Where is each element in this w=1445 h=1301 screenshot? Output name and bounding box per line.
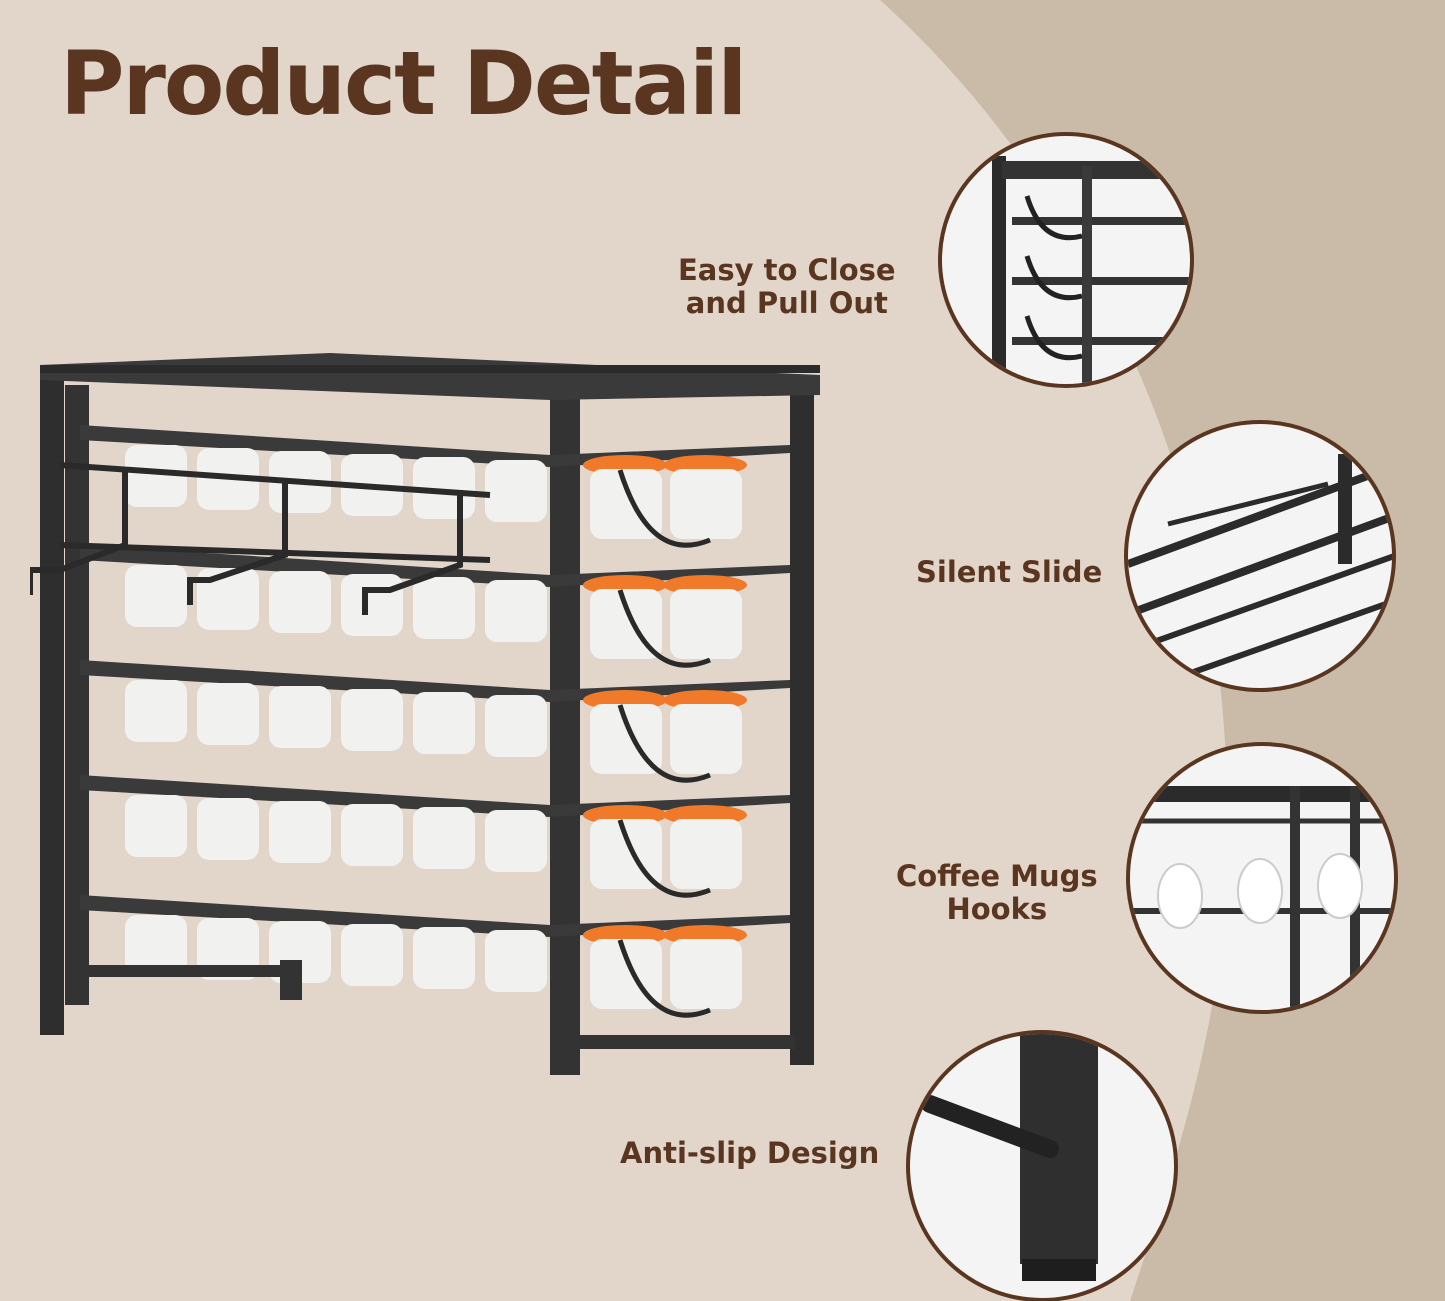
- pod-cup: [269, 801, 331, 863]
- feature-line: Anti-slip Design: [620, 1136, 880, 1170]
- drawer-handle: [617, 469, 711, 548]
- pod-cup: [125, 445, 187, 507]
- feature-label-mug-hooks: Coffee Mugs Hooks: [896, 859, 1098, 927]
- feature-label-anti-slip: Anti-slip Design: [620, 1136, 880, 1170]
- feature-line: and Pull Out: [685, 286, 888, 321]
- pod-cup: [485, 810, 547, 872]
- pod-cup: [197, 683, 259, 745]
- pod-cup: [341, 804, 403, 866]
- pod-cup: [197, 798, 259, 860]
- feature-label-silent-slide: Silent Slide: [916, 555, 1103, 589]
- pod-cup: [485, 580, 547, 642]
- coffee-pod-rack-image: [30, 353, 820, 1075]
- pod-cup: [670, 704, 742, 774]
- page-title: Product Detail: [60, 32, 747, 135]
- drawer-handle: [617, 589, 711, 668]
- pod-cup: [413, 807, 475, 869]
- feature-line: Easy to Close: [678, 253, 896, 287]
- drawer-handle: [617, 939, 711, 1018]
- pod-cup: [341, 689, 403, 751]
- feature-line: Coffee Mugs: [896, 859, 1098, 893]
- pod-cup: [269, 686, 331, 748]
- pod-cup: [485, 695, 547, 757]
- pod-cup: [125, 565, 187, 627]
- pod-cup: [341, 924, 403, 986]
- drawer-closeup-image: [938, 132, 1194, 388]
- pod-cup: [125, 795, 187, 857]
- pod-cup: [413, 692, 475, 754]
- slide-rail-closeup-image: [1124, 420, 1396, 692]
- pod-cup: [125, 915, 187, 977]
- mug-hooks-closeup-image: [1126, 742, 1398, 1014]
- drawer-handle: [617, 819, 711, 898]
- feature-label-easy-close: Easy to Close and Pull Out: [678, 253, 896, 321]
- pod-cup: [269, 571, 331, 633]
- pod-cup: [413, 927, 475, 989]
- pod-cup: [125, 680, 187, 742]
- pod-cup: [670, 589, 742, 659]
- pod-cup: [670, 469, 742, 539]
- drawer-handle: [617, 704, 711, 783]
- pod-cup: [341, 574, 403, 636]
- pod-cup: [670, 939, 742, 1009]
- feature-line: Silent Slide: [916, 555, 1103, 589]
- foot-pad-closeup-image: [906, 1030, 1178, 1301]
- feature-line: Hooks: [946, 892, 1048, 927]
- pod-cup: [485, 930, 547, 992]
- pod-cup: [413, 577, 475, 639]
- pod-cup: [197, 918, 259, 980]
- pod-cup: [197, 568, 259, 630]
- pod-cup: [670, 819, 742, 889]
- pod-cup: [485, 460, 547, 522]
